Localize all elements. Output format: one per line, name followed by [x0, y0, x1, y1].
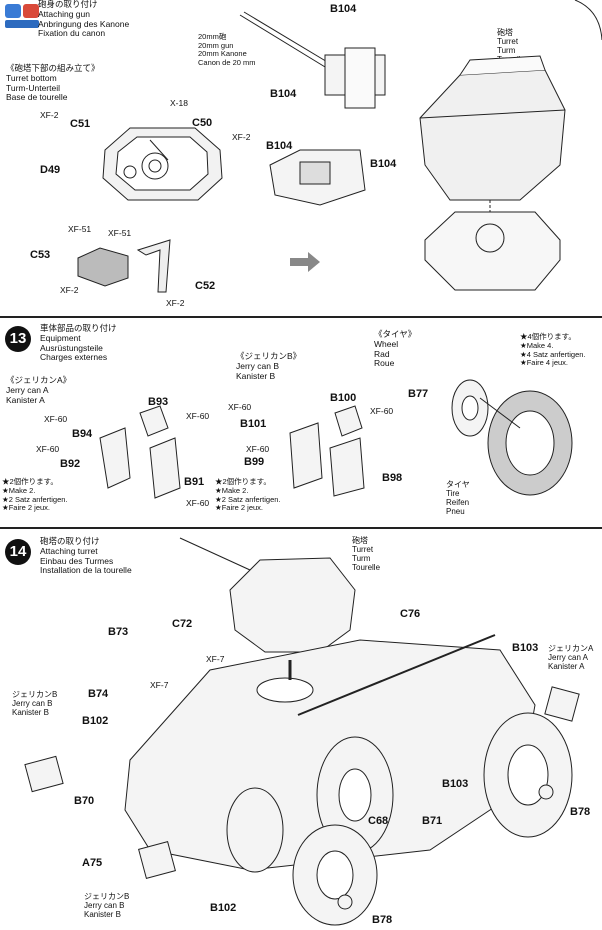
- paint-code: XF-60: [36, 444, 60, 454]
- part-label: A75: [82, 857, 103, 869]
- section-divider: [0, 316, 602, 318]
- part-label: B104: [266, 140, 293, 152]
- turret-bottom-header: 《砲塔下部の組み立て》 Turret bottom Turm-Unterteil…: [6, 63, 100, 103]
- paint-code: XF-2: [60, 285, 79, 295]
- equipment-drawing: [99, 379, 573, 499]
- paint-code: XF-60: [186, 411, 210, 421]
- turret-label: 砲塔 Turret Turm Tourelle: [352, 536, 381, 572]
- part-label: C72: [172, 618, 193, 630]
- part-label: C53: [30, 249, 51, 261]
- part-label: B101: [240, 418, 267, 430]
- jerry-can-a-header: 《ジェリカンA》 Jerry can A Kanister A: [6, 375, 72, 405]
- part-label: B74: [88, 688, 109, 700]
- paint-code: X-18: [170, 98, 188, 108]
- part-label: B104: [330, 3, 357, 15]
- paint-code: XF-2: [166, 298, 185, 308]
- part-label: B70: [74, 795, 95, 807]
- part-label: C52: [195, 280, 216, 292]
- step13-title: 車体部品の取り付け Equipment Ausrüstungsteile Cha…: [40, 323, 117, 363]
- jerry-can-a-label: ジェリカンA Jerry can A Kanister A: [548, 644, 594, 671]
- section-divider: [0, 527, 602, 529]
- paint-code: XF-60: [246, 444, 270, 454]
- part-label: B104: [270, 88, 297, 100]
- part-label: B77: [408, 388, 429, 400]
- part-label: B103: [442, 778, 469, 790]
- step-number: 13: [5, 326, 31, 352]
- paint-code: XF-2: [232, 132, 251, 142]
- paint-code: XF-51: [68, 224, 92, 234]
- part-label: C50: [192, 117, 213, 129]
- part-label: B91: [184, 476, 205, 488]
- part-label: B104: [370, 158, 397, 170]
- paint-code: XF-60: [370, 406, 394, 416]
- part-label: C76: [400, 608, 421, 620]
- tire-label: タイヤ Tire Reifen Pneu: [446, 480, 470, 516]
- paint-code: XF-2: [40, 110, 59, 120]
- make-2-note: ★2個作ります。 ★Make 2. ★2 Satz anfertigen. ★F…: [2, 477, 68, 513]
- part-label: B93: [148, 396, 169, 408]
- attach-gun-header: 砲身の取り付け Attaching gun Anbringung des Kan…: [38, 0, 130, 39]
- part-label: C51: [70, 118, 91, 130]
- part-label: B99: [244, 456, 265, 468]
- step-number: 14: [5, 539, 31, 565]
- part-label: B92: [60, 458, 81, 470]
- part-label: B78: [570, 806, 591, 818]
- wheel-header: 《タイヤ》 Wheel Rad Roue: [374, 329, 417, 369]
- part-label: B71: [422, 815, 443, 827]
- part-label: B94: [72, 428, 93, 440]
- paint-code: XF-7: [206, 654, 225, 664]
- paint-code: XF-7: [150, 680, 169, 690]
- paint-code: XF-51: [108, 228, 132, 238]
- part-label: C68: [368, 815, 389, 827]
- part-label: B78: [372, 914, 393, 926]
- part-label: B102: [82, 715, 109, 727]
- part-label: B73: [108, 626, 129, 638]
- turret-assembly-drawing: [77, 0, 602, 293]
- make-2-note: ★2個作ります。 ★Make 2. ★2 Satz anfertigen. ★F…: [215, 477, 281, 513]
- paint-code: XF-60: [186, 498, 210, 508]
- site-logo: [5, 4, 39, 28]
- step14-title: 砲塔の取り付け Attaching turret Einbau des Turm…: [40, 536, 132, 576]
- part-label: B98: [382, 472, 403, 484]
- part-label: B102: [210, 902, 237, 914]
- part-label: B100: [330, 392, 357, 404]
- turret-install-drawing: [24, 537, 580, 926]
- part-label: D49: [40, 164, 61, 176]
- gun-label: 20mm砲 20mm gun 20mm Kanone Canon de 20 m…: [198, 32, 256, 67]
- part-label: B103: [512, 642, 539, 654]
- jerry-can-b-label: ジェリカンB Jerry can B Kanister B: [12, 690, 58, 717]
- paint-code: XF-60: [228, 402, 252, 412]
- make-4-note: ★4個作ります。 ★Make 4. ★4 Satz anfertigen. ★F…: [520, 332, 586, 368]
- jerry-can-b-label: ジェリカンB Jerry can B Kanister B: [84, 892, 130, 919]
- paint-code: XF-60: [44, 414, 68, 424]
- jerry-can-b-header: 《ジェリカンB》 Jerry can B Kanister B: [236, 351, 302, 381]
